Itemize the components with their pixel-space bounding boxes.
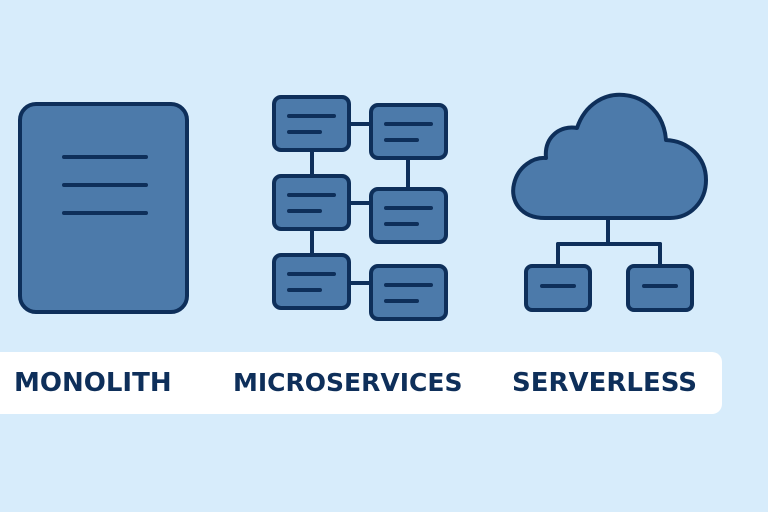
- microservices-icon: [272, 95, 448, 321]
- service-box: [272, 253, 351, 310]
- microservices-label: MICROSERVICES: [233, 368, 463, 397]
- monolith-icon: [18, 102, 189, 314]
- service-box: [369, 264, 448, 321]
- monolith-label: MONOLITH: [14, 368, 172, 398]
- cloud-icon: [511, 92, 708, 220]
- service-box: [369, 187, 448, 244]
- service-box: [272, 95, 351, 152]
- serverless-icon: [511, 92, 708, 312]
- serverless-label: SERVERLESS: [512, 368, 698, 398]
- service-box: [272, 174, 351, 231]
- service-box: [369, 103, 448, 160]
- label-band: [0, 352, 722, 414]
